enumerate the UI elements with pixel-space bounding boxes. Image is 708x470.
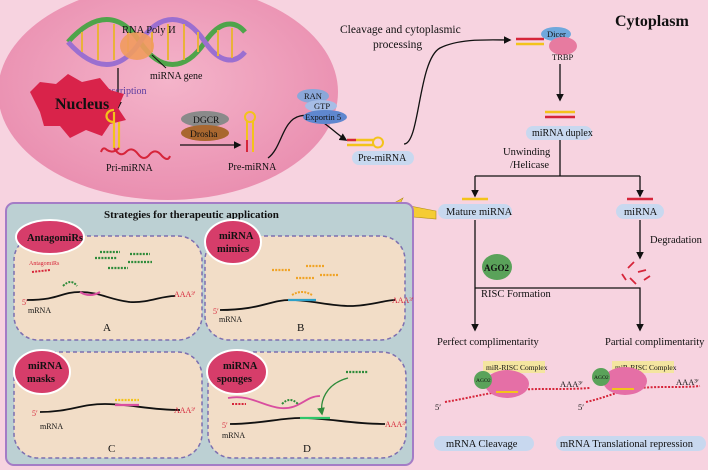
pri-mirna-label: Pri-miRNA <box>106 163 153 174</box>
processing-title-line1: Cleavage and cytoplasmic <box>340 24 461 36</box>
ago2-small-label-2: AGO2 <box>594 375 609 381</box>
antagomirs-badge <box>15 219 85 255</box>
passenger-label: miRNA <box>624 207 658 218</box>
cell-d-aaa: AAA³′ <box>385 420 407 429</box>
cell-b-letter: B <box>297 322 304 334</box>
nucleus-label: Nucleus <box>55 96 109 113</box>
dicer-processing-arrow <box>403 36 512 145</box>
to-partial-arrow <box>475 287 644 332</box>
pre-mirna-pill <box>352 151 414 165</box>
masks-badge <box>13 349 71 395</box>
passenger-pill <box>616 204 664 219</box>
cell-d-letter: D <box>303 443 311 455</box>
cleavage-pill <box>434 436 534 451</box>
drosha-protein <box>181 125 229 141</box>
cell-a-aaa: AAA³′ <box>174 290 196 299</box>
cell-d-content: 5′ mRNA AAA³′ D <box>222 370 407 455</box>
cell-d-mrna: mRNA <box>222 431 245 440</box>
ago2-protein <box>482 254 512 280</box>
degradation-label: Degradation <box>650 235 703 246</box>
five-prime-label-2: 5′ <box>578 402 584 412</box>
cell-a-letter: A <box>103 322 111 334</box>
cell-b-five-prime: 5′ <box>213 307 219 316</box>
masks-label-2: masks <box>27 374 55 385</box>
perfect-label: Perfect complimentarity <box>437 337 540 348</box>
mature-label: Mature miRNA <box>446 207 513 218</box>
risc-complex-label-1: miR-RISC Complex <box>486 363 548 372</box>
strategy-title: Strategies for therapeutic application <box>104 209 279 221</box>
unwinding-label-1: Unwinding <box>503 147 551 158</box>
partial-label: Partial complimentarity <box>605 337 705 348</box>
duplex-pill <box>526 126 592 140</box>
transcription-label: Transcription <box>93 86 147 97</box>
rna-pol-label: RNA Poly И <box>122 25 176 36</box>
five-prime-label-1: 5′ <box>435 402 441 412</box>
cell-b-aaa: AAA³′ <box>392 296 414 305</box>
trbp-label: TRBP <box>552 52 574 62</box>
sponges-label-2: sponges <box>217 374 252 385</box>
mimics-label-2: mimics <box>217 244 249 255</box>
dgcr-protein <box>181 111 229 127</box>
sponges-label-1: miRNA <box>223 361 258 372</box>
ago2-label: AGO2 <box>484 263 510 273</box>
repression-label: mRNA Translational repression <box>560 439 694 450</box>
mirna-duplex <box>545 110 575 119</box>
risc-perfect: miR-RISC Complex AGO2 AAA³′ 5′ <box>435 361 591 412</box>
pri-mirna-hairpin <box>100 108 171 160</box>
exportin-label: Exportin 5 <box>305 112 341 122</box>
nucleus-badge: Nucleus <box>30 74 126 138</box>
pre-mirna-cyto-label: Pre-miRNA <box>358 153 407 164</box>
cell-b-mrna: mRNA <box>219 315 242 324</box>
cell-b <box>204 235 406 341</box>
ago2-small-label-1: AGO2 <box>476 378 491 384</box>
nuclear-export-arrow <box>267 114 348 159</box>
sponges-badge <box>206 349 268 395</box>
rna-polymerase-blob <box>120 32 154 60</box>
mirna-gene-pointer <box>151 54 167 69</box>
repression-pill <box>556 436 706 451</box>
cytoplasm-label: Cytoplasm <box>615 13 689 30</box>
pre-mirna-nuclear-hairpin <box>244 111 256 152</box>
masks-label-1: miRNA <box>28 361 63 372</box>
aaa-label-1: AAA³′ <box>560 379 583 389</box>
dicer-complex: Dicer TRBP <box>516 27 577 62</box>
unwinding-label-2: /Helicase <box>510 160 549 171</box>
antagomirs-label: AntagomiRs <box>27 233 83 244</box>
pre-mirna-nuclear-label: Pre-miRNA <box>228 162 277 173</box>
cell-c-mrna: mRNA <box>40 422 63 431</box>
processing-title-line2: processing <box>373 39 422 51</box>
drosha-label: Drosha <box>190 130 218 140</box>
mimics-badge <box>204 219 262 265</box>
mimics-label-1: miRNA <box>219 231 254 242</box>
mature-pill <box>438 204 512 219</box>
dicer-label: Dicer <box>547 29 566 39</box>
gtp-label: GTP <box>314 101 330 111</box>
aaa-label-2: AAA³′ <box>676 377 699 387</box>
duplex-label: miRNA duplex <box>532 128 593 139</box>
antagomirs-small-label: AntagomiRs <box>29 261 60 267</box>
ran-label: RAN <box>304 91 322 101</box>
risc-formation-label: RISC Formation <box>481 289 551 300</box>
dgcr-label: DGCR <box>193 116 220 126</box>
cell-c-five-prime: 5′ <box>32 409 38 418</box>
pre-mirna-cytoplasm <box>347 136 384 149</box>
risc-partial: miR-RISC Complex AGO2 AAA³′ 5′ <box>578 361 701 412</box>
degraded-fragments <box>621 261 651 285</box>
cell-a-content: AntagomiRs 5′ mRNA AAA³′ A <box>22 250 196 334</box>
cell-a-mrna: mRNA <box>28 306 51 315</box>
risc-complex-label-2: miR-RISC Complex <box>615 363 677 372</box>
cleavage-label: mRNA Cleavage <box>446 439 518 450</box>
cell-a-five-prime: 5′ <box>22 298 28 307</box>
cell-a <box>13 235 203 341</box>
trbp-protein <box>549 37 577 55</box>
cell-c-letter: C <box>108 443 115 455</box>
cell-b-content: 5′ mRNA AAA³′ B <box>213 264 414 334</box>
exportin-complex: RAN GTP Exportin 5 <box>297 89 347 124</box>
cell-c-aaa: AAA³′ <box>174 406 196 415</box>
cell-c-content: 5′ mRNA AAA³′ C <box>32 398 196 455</box>
mirna-gene-label: miRNA gene <box>150 71 203 82</box>
cell-d-five-prime: 5′ <box>222 421 228 430</box>
